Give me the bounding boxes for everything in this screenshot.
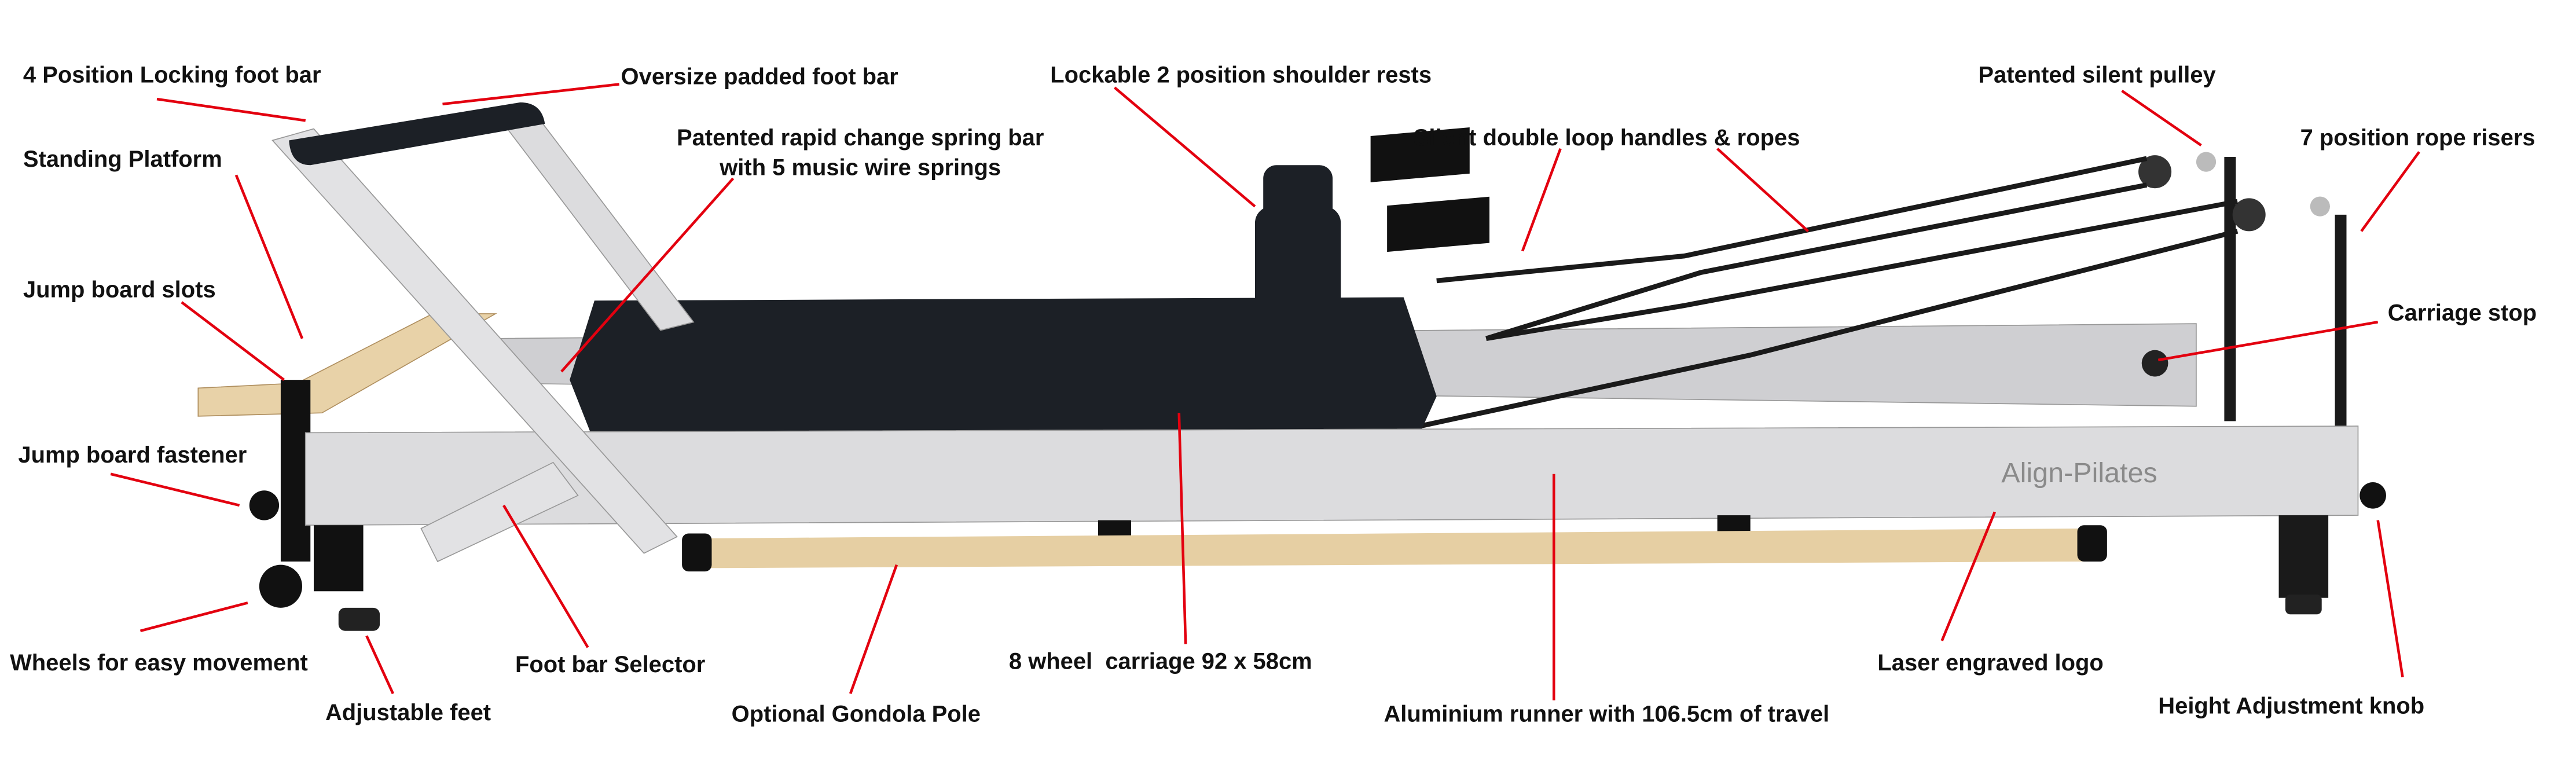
label-handles-ropes: Silent double loop handles & ropes <box>1414 125 1800 151</box>
label-padded-foot-bar: Oversize padded foot bar <box>621 64 898 89</box>
pointer-silent-pulley <box>2121 90 2202 146</box>
pointer-carriage <box>1177 413 1187 644</box>
engraved-logo: Align-Pilates <box>2001 457 2157 489</box>
rope-riser-left <box>2224 157 2236 421</box>
pointer-foot-bar-selector <box>502 504 589 648</box>
pointer-padded-foot-bar <box>442 83 619 105</box>
label-silent-pulley: Patented silent pulley <box>1978 63 2215 88</box>
pointer-lines <box>110 83 2420 700</box>
padded-foot-bar <box>289 102 545 166</box>
label-foot-bar-selector: Foot bar Selector <box>515 652 705 677</box>
pointer-wheels <box>140 601 248 632</box>
pulley-right <box>2232 198 2266 232</box>
pointer-foot-bar-locking <box>156 97 306 122</box>
label-adjustable-feet: Adjustable feet <box>325 700 491 725</box>
gondola-pole <box>702 528 2084 568</box>
height-adjustment-knob <box>2360 482 2386 509</box>
label-carriage: 8 wheel carriage 92 x 58cm <box>1009 648 1312 674</box>
loop-handle <box>1387 196 1490 252</box>
rope <box>1485 199 2239 342</box>
gondola-pole-cap <box>2077 525 2107 562</box>
loop-handle <box>1370 127 1470 182</box>
label-runner: Aluminium runner with 106.5cm of travel <box>1384 702 1829 727</box>
aluminium-runner <box>304 425 2359 526</box>
adjustable-foot <box>338 607 380 631</box>
pointer-handles <box>1521 148 1562 252</box>
label-jump-board-fastener: Jump board fastener <box>18 442 247 468</box>
foot-bar-arm-front <box>271 128 678 554</box>
pointer-height-knob <box>2376 520 2404 678</box>
pointer-spring-bar <box>560 177 735 373</box>
label-spring-bar-line2: with 5 music wire springs <box>719 155 1001 180</box>
label-rope-risers: 7 position rope risers <box>2300 125 2535 151</box>
gondola-pole-cap <box>682 533 712 572</box>
rope <box>1436 156 2148 284</box>
pointer-gondola-pole <box>849 564 898 694</box>
label-foot-bar-locking: 4 Position Locking foot bar <box>23 63 321 88</box>
label-shoulder-rests: Lockable 2 position shoulder rests <box>1050 63 1432 88</box>
label-standing-platform: Standing Platform <box>23 146 222 172</box>
label-spring-bar-line1: Patented rapid change spring bar <box>677 125 1044 151</box>
pulley-left <box>2138 155 2172 189</box>
pointer-adjustable-feet <box>365 635 394 695</box>
label-jump-board-slots: Jump board slots <box>23 277 216 303</box>
rope <box>1485 182 2148 341</box>
label-carriage-stop: Carriage stop <box>2388 300 2537 325</box>
pulley-spring-right <box>2310 196 2330 217</box>
pulley-spring-left <box>2196 152 2217 172</box>
rope-riser-right <box>2335 214 2347 430</box>
wheel <box>259 564 303 608</box>
leg <box>2278 515 2329 598</box>
label-wheels: Wheels for easy movement <box>10 650 308 676</box>
pointer-shoulder-rests <box>1114 86 1256 208</box>
pointer-standing-platform <box>234 174 304 339</box>
foot-bar-selector <box>420 461 579 563</box>
jump-board-fastener-knob <box>249 490 280 520</box>
pointer-jump-board-fastener <box>110 472 240 507</box>
label-laser-logo: Laser engraved logo <box>1877 650 2103 676</box>
pointer-ropes <box>1716 148 1810 233</box>
pointer-jump-board-slots <box>181 301 285 381</box>
rope <box>1419 229 2239 429</box>
carriage-stop-bumper <box>2141 350 2168 377</box>
pointer-laser-logo <box>1940 511 1997 641</box>
pointer-carriage-stop <box>2157 321 2379 362</box>
label-gondola-pole: Optional Gondola Pole <box>732 702 981 727</box>
machine-illustration: Align-Pilates <box>197 102 2386 631</box>
pointer-rope-risers <box>2360 151 2420 232</box>
label-height-knob: Height Adjustment knob <box>2158 693 2424 718</box>
callout-labels: 4 Position Locking foot bar Oversize pad… <box>10 63 2537 727</box>
carriage-pad <box>570 297 1437 443</box>
foot-bar-arm-back <box>502 115 695 331</box>
leg <box>313 525 364 592</box>
adjustable-foot <box>2285 595 2322 615</box>
